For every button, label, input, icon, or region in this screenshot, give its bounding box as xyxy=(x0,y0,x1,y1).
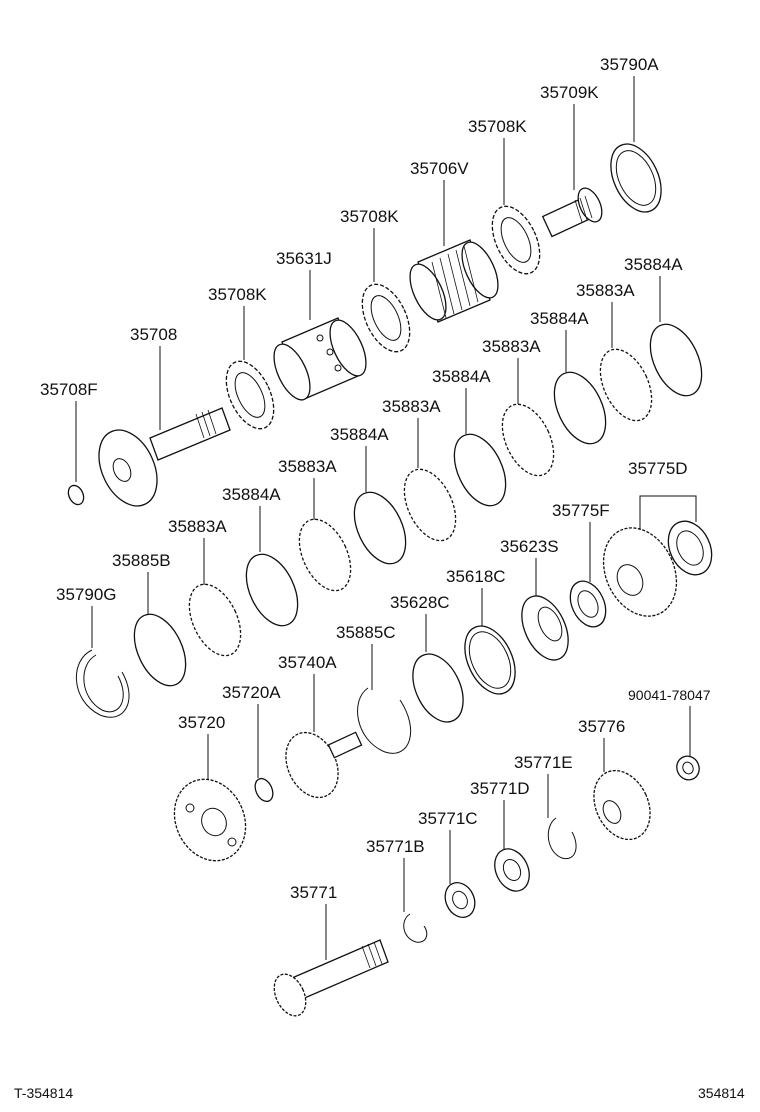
part-35708K-washer-1[interactable] xyxy=(483,199,550,281)
callout-35790G[interactable]: 35790G xyxy=(56,585,117,604)
callout-35884A-4[interactable]: 35884A xyxy=(330,425,389,444)
callout-35883A-4[interactable]: 35883A xyxy=(278,457,337,476)
callout-35883A-1[interactable]: 35883A xyxy=(576,281,635,300)
footer-left-id: T-354814 xyxy=(14,1085,73,1101)
part-35790A-ring[interactable] xyxy=(601,136,671,220)
callout-35708K-a[interactable]: 35708K xyxy=(468,117,527,136)
part-35771E-snap-ring[interactable] xyxy=(547,817,577,860)
callout-35884A-3[interactable]: 35884A xyxy=(432,367,491,386)
part-35720A-ring[interactable] xyxy=(252,776,277,805)
callout-35709K[interactable]: 35709K xyxy=(540,83,599,102)
part-35706V-drum[interactable] xyxy=(403,237,506,325)
part-35628C-ring[interactable] xyxy=(403,646,473,730)
part-35775F-bearing[interactable] xyxy=(563,575,612,632)
callout-35708K-b[interactable]: 35708K xyxy=(340,207,399,226)
callout-35706V[interactable]: 35706V xyxy=(410,159,469,178)
callout-35631J[interactable]: 35631J xyxy=(276,249,332,268)
callout-35771D[interactable]: 35771D xyxy=(470,779,530,798)
part-35776-gear[interactable] xyxy=(583,761,661,848)
callout-35708K-c[interactable]: 35708K xyxy=(208,285,267,304)
part-35708K-washer-2[interactable] xyxy=(353,277,420,359)
callout-35628C[interactable]: 35628C xyxy=(390,593,450,612)
part-35771D-bearing[interactable] xyxy=(488,843,536,896)
part-35885C-snap-ring[interactable] xyxy=(357,687,412,754)
callout-35884A-5[interactable]: 35884A xyxy=(222,485,281,504)
callout-35740A[interactable]: 35740A xyxy=(278,653,337,672)
callout-labels: 35790A 35709K 35708K 35706V 35708K 35631… xyxy=(40,55,711,902)
part-35720-carrier[interactable] xyxy=(161,768,258,873)
footer-right-id: 354814 xyxy=(698,1085,745,1101)
callout-35720A[interactable]: 35720A xyxy=(222,683,281,702)
callout-35884A-2[interactable]: 35884A xyxy=(530,309,589,328)
callout-35884A-1[interactable]: 35884A xyxy=(624,255,683,274)
part-clutch-pack[interactable] xyxy=(124,316,712,693)
part-35771-shaft[interactable] xyxy=(268,939,389,1021)
callout-35623S[interactable]: 35623S xyxy=(500,537,559,556)
callout-90041-78047[interactable]: 90041-78047 xyxy=(628,687,711,703)
callout-35790A[interactable]: 35790A xyxy=(600,55,659,74)
part-35740A-sun-gear[interactable] xyxy=(276,724,363,806)
part-35771B-snap-ring[interactable] xyxy=(403,913,428,943)
callout-35771C[interactable]: 35771C xyxy=(418,809,478,828)
part-35775D-bearing[interactable] xyxy=(660,514,720,582)
callout-35618C[interactable]: 35618C xyxy=(446,567,506,586)
callout-35883A-3[interactable]: 35883A xyxy=(382,397,441,416)
callout-35708F[interactable]: 35708F xyxy=(40,380,98,399)
callout-35771E[interactable]: 35771E xyxy=(514,753,573,772)
callout-35885C[interactable]: 35885C xyxy=(336,623,396,642)
callout-35708[interactable]: 35708 xyxy=(130,325,177,344)
part-35708-hub-shaft[interactable] xyxy=(88,407,231,515)
part-35790G-snap-ring[interactable] xyxy=(76,649,130,718)
callout-35771[interactable]: 35771 xyxy=(290,883,337,902)
callout-35775F[interactable]: 35775F xyxy=(552,501,610,520)
callout-35883A-5[interactable]: 35883A xyxy=(168,517,227,536)
callout-35771B[interactable]: 35771B xyxy=(366,837,425,856)
leader-lines xyxy=(75,76,697,960)
callout-35885B[interactable]: 35885B xyxy=(112,551,171,570)
part-35771C-bearing[interactable] xyxy=(440,878,481,922)
part-35623S-seal[interactable] xyxy=(513,589,578,668)
part-35775F-gear[interactable] xyxy=(590,516,691,628)
part-35631J-drum[interactable] xyxy=(267,315,374,405)
part-35708F-seal[interactable] xyxy=(65,483,86,507)
callout-35883A-2[interactable]: 35883A xyxy=(482,337,541,356)
part-35709K-shaft[interactable] xyxy=(541,184,607,238)
part-35618C-ring[interactable] xyxy=(455,618,525,702)
callout-35776[interactable]: 35776 xyxy=(578,717,625,736)
callout-35720[interactable]: 35720 xyxy=(178,713,225,732)
part-35708K-washer-3[interactable] xyxy=(217,354,284,436)
part-90041-78047-nut[interactable] xyxy=(673,752,703,783)
callout-35775D[interactable]: 35775D xyxy=(628,459,688,478)
